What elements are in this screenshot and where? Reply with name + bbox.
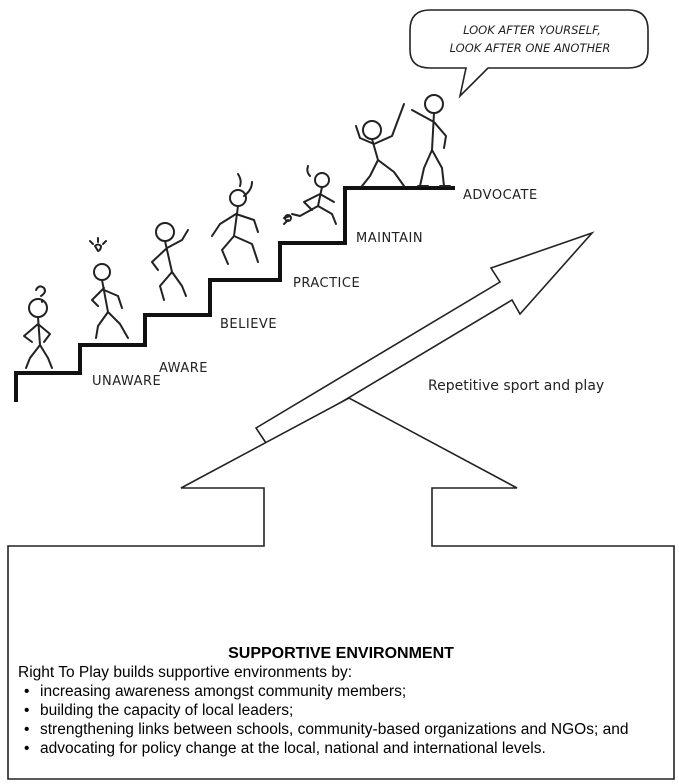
figure-maintain bbox=[283, 165, 337, 225]
progress-arrow bbox=[254, 231, 595, 448]
stage-label-practice: PRACTICE bbox=[293, 276, 360, 291]
figure-aware bbox=[89, 237, 129, 339]
figure-believe bbox=[151, 222, 189, 301]
list-item: strengthening links between schools, com… bbox=[24, 720, 664, 739]
figure-advocate-right bbox=[411, 94, 451, 187]
environment-list: increasing awareness amongst community m… bbox=[18, 682, 664, 758]
stage-label-maintain: MAINTAIN bbox=[356, 231, 423, 246]
list-item: advocating for policy change at the loca… bbox=[24, 739, 664, 758]
list-item: increasing awareness amongst community m… bbox=[24, 682, 664, 701]
environment-title: SUPPORTIVE ENVIRONMENT bbox=[228, 645, 454, 662]
figure-practice bbox=[211, 173, 259, 265]
bubble-line-2: LOOK AFTER ONE ANOTHER bbox=[450, 41, 611, 55]
speech-bubble bbox=[409, 9, 649, 99]
staircase bbox=[14, 186, 455, 402]
environment-intro: Right To Play builds supportive environm… bbox=[18, 664, 352, 681]
list-item: building the capacity of local leaders; bbox=[24, 701, 664, 720]
stage-label-believe: BELIEVE bbox=[220, 317, 277, 332]
stage-label-advocate: ADVOCATE bbox=[463, 188, 538, 203]
stage-label-aware: AWARE bbox=[159, 361, 208, 376]
bubble-line-1: LOOK AFTER YOURSELF, bbox=[463, 23, 601, 37]
stage-label-unaware: UNAWARE bbox=[92, 374, 161, 389]
arrow-label: Repetitive sport and play bbox=[428, 378, 604, 394]
supportive-environment-box: SUPPORTIVE ENVIRONMENT Right To Play bui… bbox=[8, 633, 674, 779]
figure-advocate-left bbox=[355, 103, 405, 187]
figure-unaware bbox=[23, 285, 53, 369]
